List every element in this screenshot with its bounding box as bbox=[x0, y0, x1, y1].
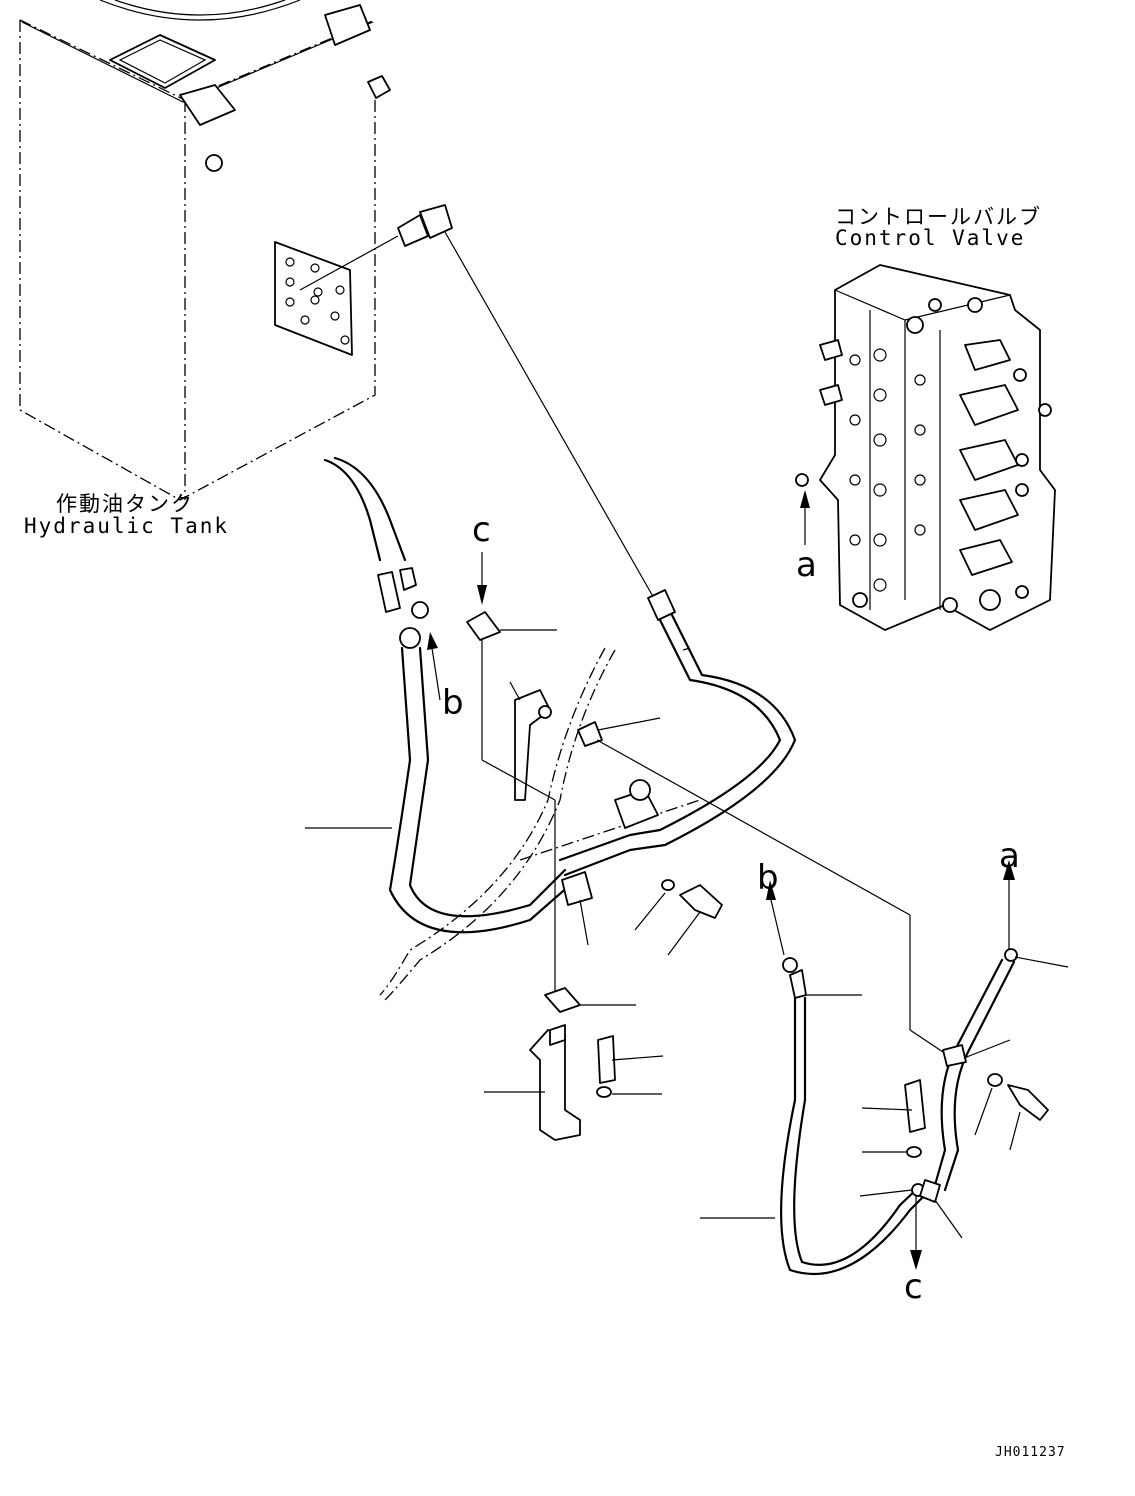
callout-b-right: b bbox=[757, 858, 779, 898]
tank-label-en: Hydraulic Tank bbox=[24, 514, 230, 538]
tank-fitting bbox=[299, 204, 656, 601]
drawing-code: JH011237 bbox=[995, 1445, 1066, 1460]
lower-bracket bbox=[484, 987, 664, 1141]
callout-a-right: a bbox=[999, 836, 1020, 876]
middle-clamps bbox=[466, 552, 911, 1000]
control-valve bbox=[795, 264, 1056, 631]
valve-label-jp: コントロールバルブ bbox=[835, 205, 1042, 229]
callout-b-tank: b bbox=[442, 683, 464, 723]
hose-valve bbox=[558, 589, 797, 877]
hose-left bbox=[305, 627, 572, 934]
tank-label-jp: 作動油タンク bbox=[56, 492, 194, 516]
callout-c-bottom: c bbox=[904, 1267, 923, 1307]
hydraulic-tank bbox=[19, 0, 391, 501]
tank-hoses bbox=[323, 456, 441, 701]
background-hoses bbox=[379, 647, 701, 1001]
right-hose-assembly bbox=[700, 860, 1069, 1276]
callout-c-top: c bbox=[472, 510, 491, 550]
callout-a-valve: a bbox=[796, 545, 817, 585]
tank-port-plate bbox=[274, 241, 353, 356]
washer-bolt-middle bbox=[634, 879, 723, 956]
valve-label-en: Control Valve bbox=[835, 226, 1026, 250]
